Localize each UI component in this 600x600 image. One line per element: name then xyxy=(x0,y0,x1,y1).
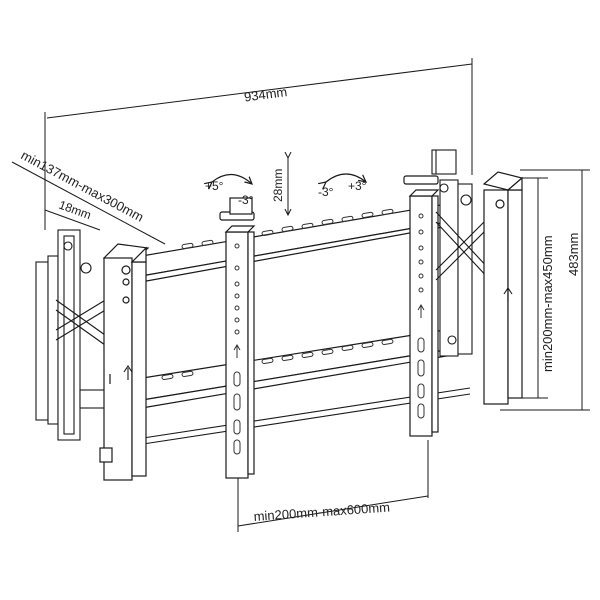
overall-height-label: 483mm xyxy=(566,233,581,276)
top-rail-slots xyxy=(181,208,394,250)
right-post xyxy=(482,171,524,405)
left-pop-out-arm xyxy=(35,229,113,441)
right-post-arrow-icon xyxy=(503,287,513,302)
tilt-arrows xyxy=(212,173,366,184)
vertical-spacing-label: min200mm-max450mm xyxy=(540,235,555,372)
right-pop-out-arm xyxy=(431,149,491,357)
tilt-right-minus-label: -3° xyxy=(318,185,334,199)
center-left-arm xyxy=(219,197,256,479)
thickness-label: 18mm xyxy=(57,198,93,223)
center-right-arm-holes xyxy=(417,213,425,419)
bottom-rail-slots xyxy=(161,338,394,380)
tilt-left-minus-label: -3° xyxy=(238,193,254,207)
dimension-lines xyxy=(11,58,590,532)
left-post-arrow-icon xyxy=(123,365,133,380)
tilt-right-plus-label: +3° xyxy=(348,179,367,193)
height-adjust-label: 28mm xyxy=(271,169,285,202)
horizontal-spacing-label: min200mm-max600mm xyxy=(253,500,390,524)
overall-width-label: 934mm xyxy=(243,84,288,105)
tilt-left-plus-label: +5° xyxy=(205,179,224,193)
left-post xyxy=(99,243,150,481)
center-left-arm-holes xyxy=(233,243,241,455)
